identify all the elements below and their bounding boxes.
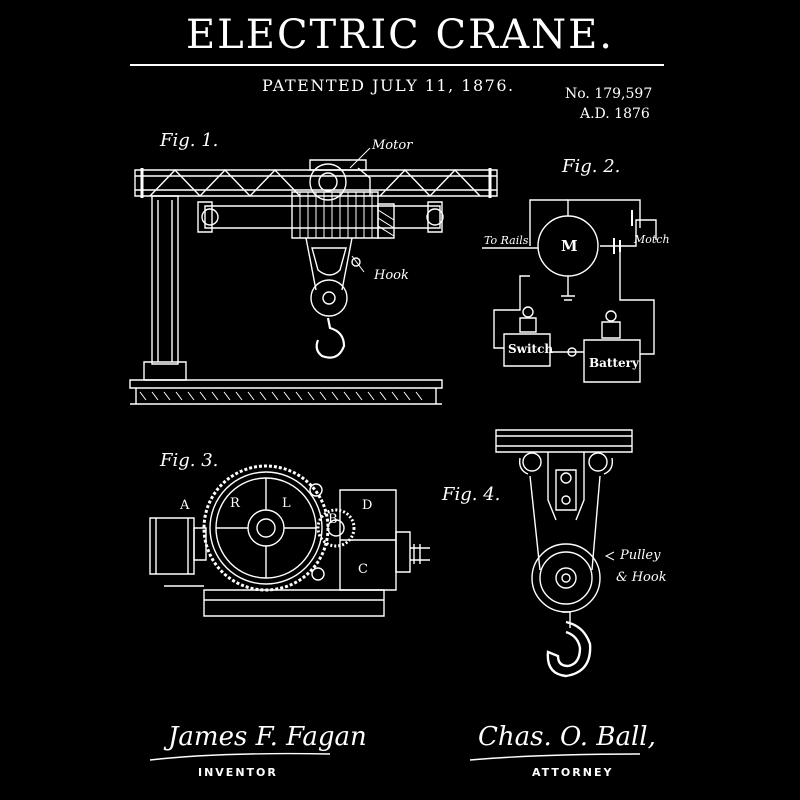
patent-number: No. 179,597 bbox=[565, 86, 653, 102]
patent-title: ELECTRIC CRANE. bbox=[185, 12, 614, 58]
fig4-pulley-callout: Pulley bbox=[620, 548, 661, 563]
fig3-letter-a: A bbox=[180, 498, 190, 513]
fig1-hook-callout: Hook bbox=[374, 268, 409, 283]
fig4-hook-callout: & Hook bbox=[616, 570, 667, 585]
inventor-flourish bbox=[150, 754, 330, 760]
fig4-pulley-drawing bbox=[496, 430, 632, 676]
patent-date: PATENTED JULY 11, 1876. bbox=[262, 76, 515, 95]
fig2-label: Fig. 2. bbox=[562, 156, 621, 177]
fig1-crane-drawing bbox=[130, 148, 497, 404]
fig1-label: Fig. 1. bbox=[160, 130, 219, 151]
fig2-motch-callout: Motch bbox=[634, 233, 670, 246]
fig2-circuit-drawing bbox=[482, 200, 656, 382]
inventor-signature: James F. Fagan bbox=[168, 722, 367, 752]
fig3-label: Fig. 3. bbox=[160, 450, 219, 471]
fig2-to-rails-callout: To Rails bbox=[484, 234, 529, 247]
attorney-role: ATTORNEY bbox=[532, 766, 614, 779]
fig4-label: Fig. 4. bbox=[442, 484, 501, 505]
fig2-battery-label: Battery bbox=[589, 356, 639, 370]
fig1-motor-callout: Motor bbox=[372, 138, 413, 153]
fig3-letter-l: L bbox=[282, 496, 291, 511]
patent-year: A.D. 1876 bbox=[580, 106, 650, 122]
inventor-role: INVENTOR bbox=[198, 766, 278, 779]
fig2-motor-symbol: M bbox=[561, 237, 578, 255]
attorney-signature: Chas. O. Ball, bbox=[478, 722, 656, 752]
fig3-letter-b: B bbox=[328, 512, 338, 527]
fig3-letter-r: R bbox=[230, 496, 240, 511]
fig3-letter-c: C bbox=[358, 562, 368, 577]
attorney-flourish bbox=[470, 754, 640, 760]
fig2-switch-label: Switch bbox=[508, 342, 554, 356]
fig3-letter-d: D bbox=[362, 498, 373, 513]
title-rule bbox=[130, 64, 664, 66]
fig3-gearbox-drawing bbox=[150, 466, 430, 616]
